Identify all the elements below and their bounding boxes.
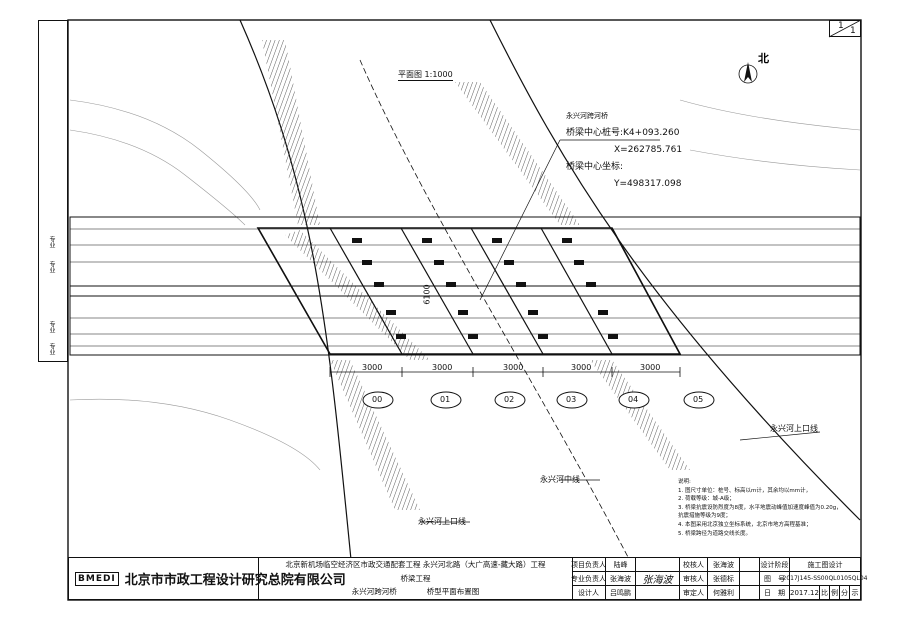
cell-name: 吕鸣鹏 <box>606 586 636 599</box>
bridge-name: 永兴河跨河桥 <box>566 112 608 120</box>
bridge-info: 永兴河跨河桥 桥梁中心桩号:K4+093.260 X=262785.761 桥梁… <box>566 108 682 193</box>
note-2: 2. 荷载等级：城-A级； <box>678 496 735 503</box>
span-label-5: 3000 <box>640 363 661 372</box>
span-label-3: 3000 <box>503 363 524 372</box>
leader-lines <box>420 139 821 523</box>
cell-label: 图 号 <box>760 572 790 586</box>
cell-name: 张德标 <box>708 572 740 586</box>
side-label-0: 专业 <box>48 236 55 248</box>
drawing-frame <box>67 19 862 601</box>
cell-value: 施工图设计 <box>790 558 860 572</box>
cell-name: 陆峰 <box>606 558 636 572</box>
cell-name: 何雅利 <box>708 586 740 599</box>
span-label-1: 3000 <box>362 363 383 372</box>
cell-signature <box>740 572 760 586</box>
pier-label-03: 03 <box>566 395 577 404</box>
terrain-lines <box>69 99 861 471</box>
institute-logo: BMEDI 北京市市政工程设计研究总院有限公司 <box>69 558 346 599</box>
note-4: 抗震措施等级为9度； <box>678 513 731 520</box>
pier-ellipses <box>362 391 715 409</box>
pier-label-05: 05 <box>693 395 704 404</box>
page-current: 1 <box>838 21 844 31</box>
pier-label-04: 04 <box>628 395 639 404</box>
span-dimension <box>329 367 681 377</box>
cell-scale-label: 例 <box>830 586 840 599</box>
cell-signature <box>636 586 680 599</box>
cell-signature <box>636 558 680 572</box>
span-label-2: 3000 <box>432 363 453 372</box>
note-6: 5. 桥梁跨径为道路交线长度。 <box>678 530 751 537</box>
pier-lines <box>257 227 681 355</box>
cell-label: 设计人 <box>572 586 606 599</box>
cell-value: 2017J145-SS00QL0105QL04 <box>783 572 867 586</box>
cell-label: 审核人 <box>680 572 708 586</box>
center-station: 桥梁中心桩号:K4+093.260 <box>566 128 680 138</box>
discipline: 桥梁工程 <box>400 573 431 583</box>
note-1: 1. 图尺寸单位：桩号、标高以m计，其余均以mm计， <box>678 487 812 494</box>
cell-name: 张海波 <box>708 558 740 572</box>
note-0: 说明: <box>678 479 691 485</box>
side-strip: 专业 专业 专业 专业 <box>38 20 68 362</box>
cell-signature <box>740 558 760 572</box>
plan-title: 平面图 1:1000 <box>398 70 453 81</box>
project-info: 北京新机场临空经济区市政交通配套工程 永兴河北路（大广高速-藏大路）工程 桥梁工… <box>259 558 573 599</box>
coord-x: X=262785.761 <box>614 145 683 155</box>
page-index: 1 1 <box>829 20 861 37</box>
drawing-title: 永兴河跨河桥 桥型平面布置图 <box>351 587 480 597</box>
cell-label: 专业负责人 <box>571 572 606 586</box>
signature-grid: 项目负责人 陆峰 校核人 张海波 设计阶段 施工图设计 专业负责人 张海波 张海… <box>571 558 867 599</box>
river-center: 永兴河中线 <box>540 475 580 484</box>
cell-label: 校核人 <box>680 558 708 572</box>
cell-label: 日 期 <box>760 586 790 599</box>
pile-markers <box>352 238 618 339</box>
cell-label: 设计阶段 <box>760 558 790 572</box>
north-label: 北 <box>758 51 769 65</box>
side-label-2: 专业 <box>48 321 55 333</box>
coord-y: Y=498317.098 <box>614 179 682 189</box>
logo-mark: BMEDI <box>75 571 119 586</box>
project-name: 北京新机场临空经济区市政交通配套工程 永兴河北路（大广高速-藏大路）工程 <box>285 560 546 569</box>
pier-label-00: 00 <box>372 395 383 404</box>
north-arrow <box>738 62 758 84</box>
cell-value: 2017.12 <box>790 586 820 599</box>
cell-name: 张海波 <box>606 572 636 586</box>
page-total: 1 <box>850 26 856 36</box>
cell-scale-label: 比 <box>820 586 830 599</box>
side-label-3: 专业 <box>48 343 55 355</box>
cell-label: 项目负责人 <box>571 558 606 572</box>
note-3: 3. 桥梁抗震设防烈度为8度，水平地震动峰值加速度峰值为0.20g， <box>678 504 842 511</box>
pier-label-02: 02 <box>504 395 515 404</box>
road <box>69 216 861 356</box>
river-upper-left: 永兴河上口线 <box>418 517 466 526</box>
coord-label: 桥梁中心坐标: <box>566 162 624 172</box>
side-label-1: 专业 <box>48 261 55 273</box>
cell-scale-value: 示 <box>851 588 859 597</box>
cell-scale-value: 分 <box>840 586 850 599</box>
river-upper-right: 永兴河上口线 <box>770 424 818 433</box>
note-5: 4. 本图采用北京独立坐标系统，北京市地方高程基准； <box>678 521 812 528</box>
embankment-hatch <box>262 40 690 510</box>
cell-signature: 张海波 <box>636 572 680 586</box>
cell-signature <box>740 586 760 599</box>
dimension-center: 6100 <box>422 284 432 305</box>
pier-label-01: 01 <box>440 395 451 404</box>
title-block: BMEDI 北京市市政工程设计研究总院有限公司 北京新机场临空经济区市政交通配套… <box>68 557 867 600</box>
cell-label: 审定人 <box>680 586 708 599</box>
span-label-4: 3000 <box>571 363 592 372</box>
institute-name: 北京市市政工程设计研究总院有限公司 <box>124 573 346 588</box>
design-notes: 说明: 1. 图尺寸单位：桩号、标高以m计，其余均以mm计， 2. 荷载等级：城… <box>678 478 842 538</box>
